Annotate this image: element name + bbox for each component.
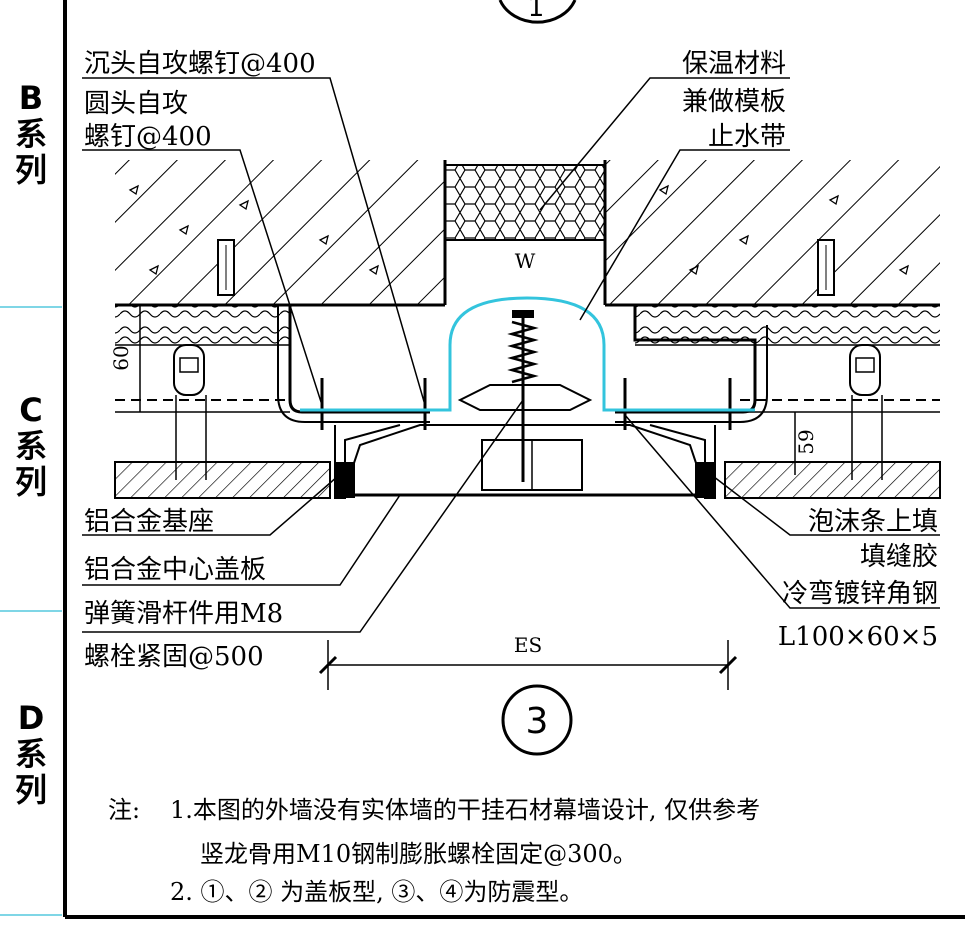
svg-text:59: 59	[794, 429, 818, 454]
drawing-frame	[63, 0, 965, 919]
label-sealant: 填缝胶	[860, 542, 938, 572]
label-angle-size: L100×60×5	[778, 622, 938, 652]
notes-line1: 1.本图的外墙没有实体墙的干挂石材幕墙设计, 仅供参考	[170, 796, 760, 824]
label-countersunk-screw: 沉头自攻螺钉@400	[84, 49, 316, 79]
leader-lines	[82, 77, 940, 633]
stone-cladding	[114, 461, 941, 499]
detail-number-main: 3	[501, 684, 573, 756]
detail-number-top: 1	[498, 0, 577, 24]
svg-text:ES: ES	[514, 633, 542, 657]
svg-text:3: 3	[526, 701, 549, 742]
series-b-label[interactable]: B 系 列	[14, 79, 47, 189]
stud-lines	[115, 399, 940, 413]
dimension-es: ES	[318, 633, 738, 690]
notes: 注: 1.本图的外墙没有实体墙的干挂石材幕墙设计, 仅供参考 竖龙骨用M10钢制…	[108, 796, 760, 906]
label-spring-1: 弹簧滑杆件用M8	[84, 599, 283, 629]
series-c-label[interactable]: C 系 列	[14, 391, 47, 501]
wall-insulation-layers	[115, 305, 940, 346]
label-foam-fill: 泡沫条上填	[808, 507, 938, 537]
label-waterstop: 止水带	[708, 122, 786, 152]
label-round-screw-1: 圆头自攻	[84, 89, 188, 119]
svg-text:60: 60	[109, 345, 133, 370]
label-formwork: 兼做模板	[682, 87, 786, 117]
angle-steel	[277, 305, 768, 423]
gap-insulation: W	[444, 164, 606, 273]
series-sidebar: B 系 列 C 系 列 D 系 列	[0, 0, 62, 935]
notes-line2: 竖龙骨用M10钢制膨胀螺栓固定@300。	[200, 840, 637, 868]
dimension-depths: 60 59	[109, 305, 818, 475]
concrete-wall-right	[603, 160, 940, 307]
label-round-screw-2: 螺钉@400	[84, 122, 212, 152]
label-al-base: 铝合金基座	[84, 507, 214, 537]
aluminium-center-cover	[344, 424, 706, 497]
label-insulation: 保温材料	[682, 49, 786, 79]
callouts-left: 沉头自攻螺钉@400 圆头自攻 螺钉@400 铝合金基座 铝合金中心盖板 弹簧滑…	[84, 49, 316, 672]
svg-text:W: W	[515, 249, 536, 273]
label-spring-2: 螺栓紧固@500	[84, 642, 264, 672]
anchor-bolts	[217, 239, 835, 296]
spring-rod	[507, 310, 539, 482]
notes-prefix: 注:	[108, 796, 140, 824]
label-angle-steel: 冷弯镀锌角钢	[782, 579, 938, 609]
concrete-wall-left	[115, 160, 447, 307]
series-d-label[interactable]: D 系 列	[14, 699, 47, 809]
notes-line3: 2. ①、② 为盖板型, ③、④为防震型。	[170, 878, 583, 906]
aluminium-base	[334, 384, 716, 499]
label-al-cover: 铝合金中心盖板	[84, 555, 266, 585]
waterstop	[300, 296, 755, 412]
svg-text:1: 1	[528, 0, 545, 23]
sidebar-dividers	[0, 306, 62, 916]
callouts-right: 保温材料 兼做模板 止水带 泡沫条上填 填缝胶 冷弯镀锌角钢 L100×60×5	[682, 49, 938, 652]
